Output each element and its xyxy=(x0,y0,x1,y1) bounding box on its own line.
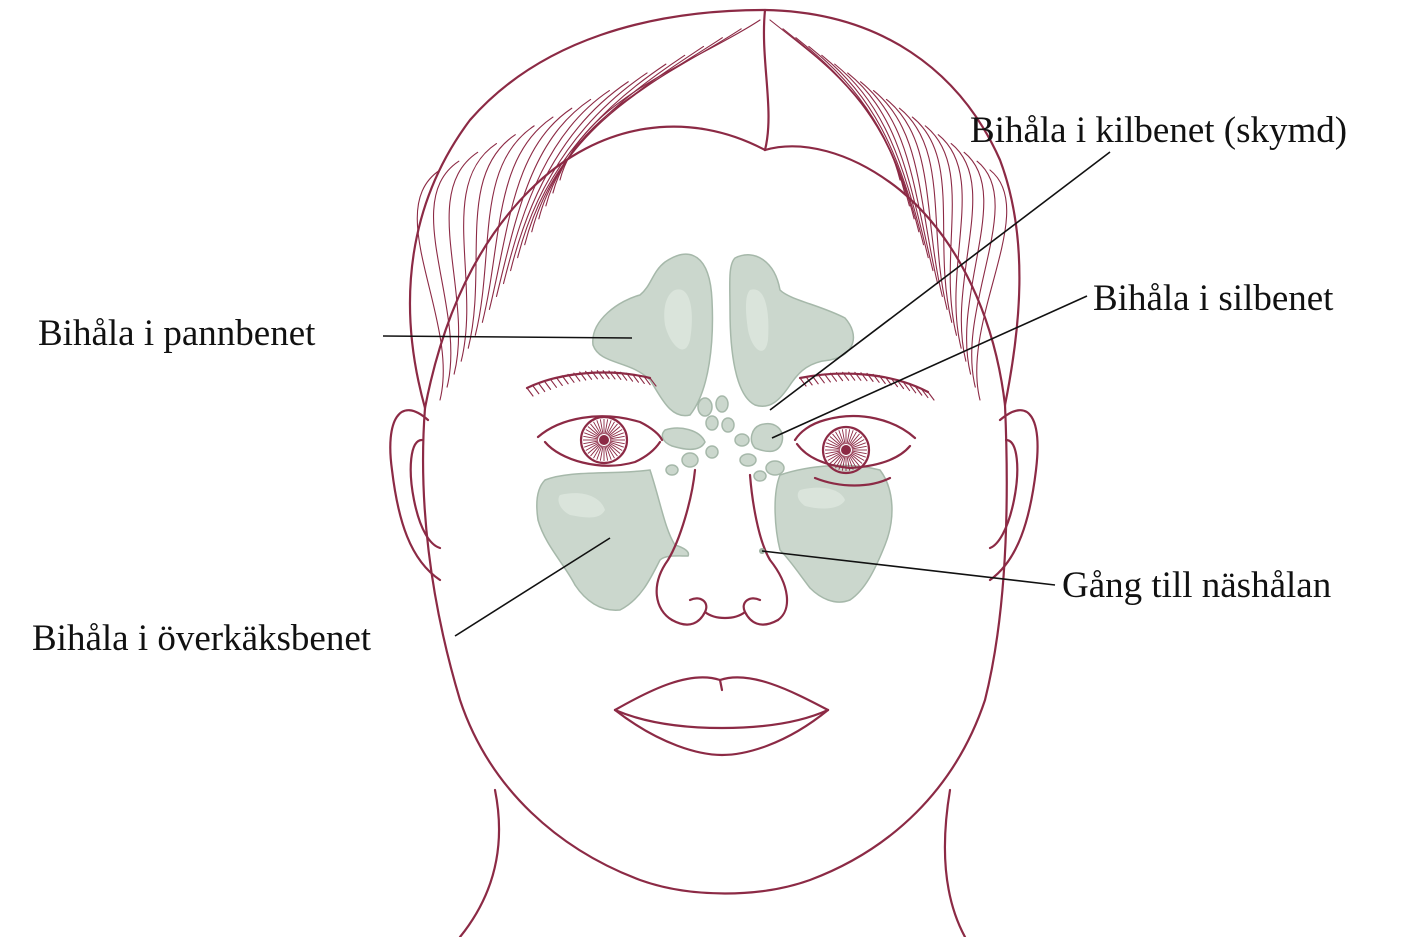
hair-strand xyxy=(553,29,741,193)
brow-hair xyxy=(550,379,556,387)
hair xyxy=(410,10,1019,408)
brow-hair xyxy=(545,381,551,389)
hair-strand xyxy=(482,117,553,322)
face-outline xyxy=(423,405,1007,937)
hair-strand xyxy=(525,64,666,245)
brow-hair xyxy=(533,386,539,394)
label-ethmoid-sinus: Bihåla i silbenet xyxy=(1093,278,1334,319)
left-eye xyxy=(538,416,662,465)
brow-hair xyxy=(556,377,562,385)
hair-strand xyxy=(546,38,722,206)
brow-hair xyxy=(928,392,934,400)
hair-strand xyxy=(861,82,933,271)
eyebrows xyxy=(527,371,934,400)
label-frontal-sinus: Bihåla i pannbenet xyxy=(38,313,316,354)
brow-hair xyxy=(527,388,533,396)
hair-strand xyxy=(417,170,443,400)
brow-hair xyxy=(539,384,545,392)
hair-strand xyxy=(504,91,610,284)
label-nasal-duct: Gång till näshålan xyxy=(1062,565,1331,606)
hair-strand xyxy=(539,46,704,218)
hair-strand xyxy=(835,64,924,245)
hair-strand xyxy=(461,144,496,362)
hair-strand xyxy=(822,55,919,231)
hair-strand xyxy=(532,55,685,231)
leader-sphenoid xyxy=(770,152,1110,410)
hair-strand xyxy=(449,152,478,374)
mouth xyxy=(615,677,828,755)
maxillary-sinus xyxy=(537,465,892,610)
hair-strand xyxy=(925,126,956,335)
left-ear xyxy=(390,410,440,580)
brow-hair xyxy=(818,375,824,383)
hair-strand xyxy=(964,152,984,374)
frontal-sinus xyxy=(593,254,854,415)
hair-strand xyxy=(770,20,900,180)
right-ear xyxy=(990,410,1038,580)
label-sphenoid-sinus: Bihåla i kilbenet (skymd) xyxy=(970,110,1347,151)
label-maxillary-sinus: Bihåla i överkäksbenet xyxy=(32,618,372,659)
